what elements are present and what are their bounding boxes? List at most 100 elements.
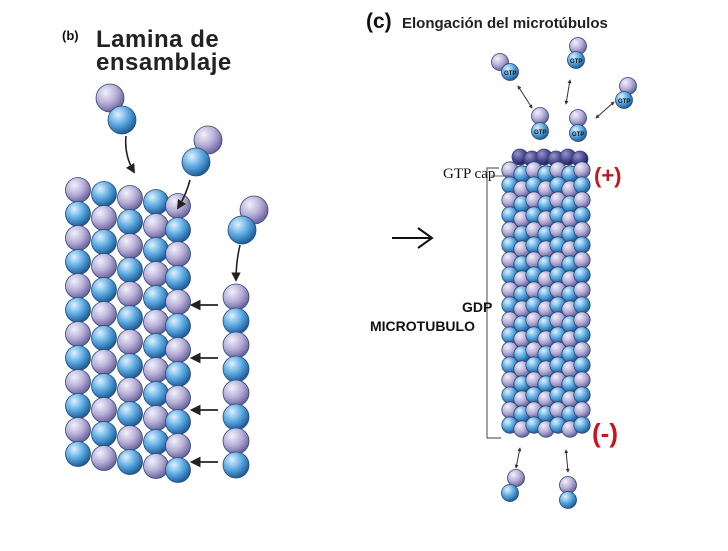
protofilament [66,178,91,467]
tubulin-dimer [228,196,268,244]
alpha-tubulin-subunit [144,454,169,479]
alpha-tubulin-subunit [118,330,143,355]
panel-b-title-line2: ensamblaje [96,49,232,77]
beta-tubulin-subunit [166,410,191,435]
plus-end-label: (+) [594,163,622,189]
beta-tubulin-subunit [92,278,117,303]
alpha-tubulin-subunit [144,262,169,287]
panel-c-tag: (c) [366,10,392,34]
beta-tubulin-subunit [144,190,169,215]
alpha-tubulin-subunit [570,110,587,127]
beta-tubulin-subunit [92,182,117,207]
alpha-tubulin-subunit [574,162,590,178]
alpha-tubulin-subunit [144,358,169,383]
beta-tubulin-subunit [166,266,191,291]
beta-tubulin-subunit [66,202,91,227]
beta-tubulin-subunit [118,450,143,475]
beta-tubulin-subunit [574,417,590,433]
gtp-tag: GTP [504,71,516,77]
protofilament [118,186,143,475]
alpha-tubulin-subunit [574,312,590,328]
alpha-tubulin-subunit [118,426,143,451]
beta-tubulin-subunit [574,177,590,193]
microtubule-cylinder [502,149,590,437]
alpha-tubulin-subunit [92,206,117,231]
alpha-tubulin-subunit [508,470,525,487]
incoming-protofilament [223,284,249,478]
alpha-tubulin-subunit [144,214,169,239]
tubulin-dimer [182,126,222,176]
minus-end-dimer [502,470,525,502]
alpha-tubulin-subunit [66,322,91,347]
beta-tubulin-subunit [118,210,143,235]
gtp-tubulin-dimer: GTP [570,110,587,142]
microtubule-label: MICROTUBULO [370,318,475,334]
beta-tubulin-subunit [108,106,136,134]
panel-b-tag: (b) [62,28,79,43]
beta-tubulin-subunit [574,357,590,373]
beta-tubulin-subunit [574,237,590,253]
alpha-tubulin-subunit [166,242,191,267]
alpha-tubulin-subunit [92,446,117,471]
gtp-tubulin-dimer: GTP [568,38,587,69]
exchange-arrow [518,86,532,108]
alpha-tubulin-subunit [560,477,577,494]
beta-tubulin-subunit [502,485,519,502]
protofilament [144,190,169,479]
beta-tubulin-subunit [118,258,143,283]
beta-tubulin-subunit [66,298,91,323]
beta-tubulin-subunit [223,452,249,478]
alpha-tubulin-subunit [574,372,590,388]
alpha-tubulin-subunit [574,252,590,268]
beta-tubulin-subunit [228,216,256,244]
curved-arrow [236,245,240,280]
alpha-tubulin-subunit [166,194,191,219]
beta-tubulin-subunit [144,286,169,311]
beta-tubulin-subunit [166,314,191,339]
gtp-cap-label: GTP cap [443,166,495,183]
alpha-tubulin-subunit [92,254,117,279]
minus-end-dimer [560,477,577,509]
beta-tubulin-subunit [66,394,91,419]
gdp-label: GDP [462,299,492,315]
alpha-tubulin-subunit [92,398,117,423]
alpha-tubulin-subunit [66,178,91,203]
beta-tubulin-subunit [166,362,191,387]
beta-tubulin-subunit [118,354,143,379]
curved-arrow [126,136,134,172]
beta-tubulin-subunit [574,297,590,313]
gtp-tag: GTP [534,130,546,136]
alpha-tubulin-subunit [92,302,117,327]
arrows [392,228,432,248]
alpha-tubulin-subunit [144,406,169,431]
alpha-tubulin-subunit [223,284,249,310]
gtp-tubulin-dimer: GTP [616,78,637,109]
beta-tubulin-subunit [118,402,143,427]
minus-end-label: (-) [592,418,618,449]
tubulin-dimer [96,84,136,134]
gtp-tubulin-dimer: GTP [532,108,549,140]
panel-b-assembly-sheet [66,84,269,483]
beta-tubulin-subunit [92,422,117,447]
alpha-tubulin-subunit [166,290,191,315]
exchange-arrow [566,80,570,104]
alpha-tubulin-subunit [92,350,117,375]
gtp-tag: GTP [570,59,582,65]
alpha-tubulin-subunit [118,186,143,211]
protofilament [92,182,117,471]
beta-tubulin-subunit [223,356,249,382]
alpha-tubulin-subunit [574,402,590,418]
alpha-tubulin-subunit [223,380,249,406]
beta-tubulin-subunit [223,308,249,334]
beta-tubulin-subunit [92,374,117,399]
protofilament [166,194,191,483]
alpha-tubulin-subunit [66,226,91,251]
beta-tubulin-subunit [574,387,590,403]
gtp-tag: GTP [572,132,584,138]
alpha-tubulin-subunit [66,370,91,395]
beta-tubulin-subunit [66,346,91,371]
beta-tubulin-subunit [166,218,191,243]
beta-tubulin-subunit [144,430,169,455]
